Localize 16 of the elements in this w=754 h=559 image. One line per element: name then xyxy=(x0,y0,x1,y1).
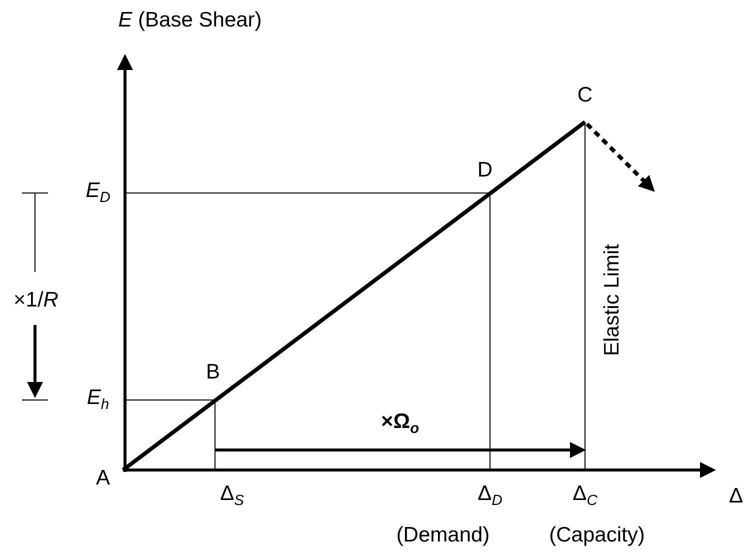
axis-caption: (Demand) xyxy=(396,524,490,546)
scale-factor-label: ×1/R xyxy=(14,290,58,310)
point-label: A xyxy=(96,468,110,488)
point-label: D xyxy=(477,160,493,180)
axis-label: Δ$_{S}$ xyxy=(220,483,244,509)
axis-label: Δ$_{D}$ xyxy=(478,483,502,509)
scale-factor-label: ×Ω$_{o}$ xyxy=(380,411,420,437)
axis-label: E$_{h}$ xyxy=(86,387,110,413)
axis-title: Δ xyxy=(728,486,744,506)
axis-title: E (Base Shear) xyxy=(118,10,262,30)
point-label: B xyxy=(206,362,220,382)
point-label: C xyxy=(577,84,593,106)
rotated-annotation: Elastic Limit xyxy=(602,244,622,356)
axis-caption: (Capacity) xyxy=(549,524,645,546)
axis-label: Δ$_{C}$ xyxy=(572,483,598,509)
axis-label: E$_{D}$ xyxy=(86,180,110,206)
